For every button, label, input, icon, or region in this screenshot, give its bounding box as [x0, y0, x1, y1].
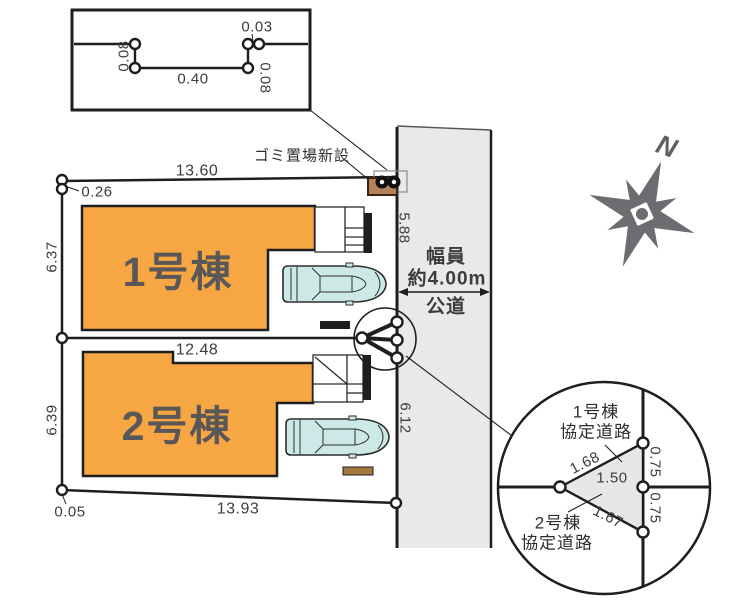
dim-lot2-left: 6.39 — [44, 404, 61, 435]
dim-road-upper: 5.88 — [396, 212, 413, 243]
inset-leader-line — [309, 109, 388, 171]
detail-circle — [496, 380, 712, 596]
detail-lot1-label-line1: 1号棟 — [573, 403, 619, 422]
garbage-leader-line — [345, 160, 370, 181]
dim-road-lower: 6.12 — [397, 402, 414, 433]
building-1-label: 1号棟 — [123, 249, 234, 295]
road-top-edge — [396, 125, 492, 131]
building-1-footprint — [80, 204, 317, 332]
inset-detail-box — [70, 8, 388, 171]
detail-lot2-label-line2: 協定道路 — [521, 534, 593, 553]
car-icon — [282, 262, 387, 306]
dim-bottom-width: 13.93 — [217, 501, 260, 518]
road-area — [395, 125, 493, 548]
building-1-wall-bar — [364, 213, 372, 253]
inset-dim-width: 0.40 — [177, 71, 208, 88]
building-2-entrance-steps — [312, 354, 371, 403]
inset-survey-points — [128, 37, 266, 75]
garbage-area — [345, 160, 408, 196]
detail-survey-points — [553, 436, 650, 539]
lot1-car-stop — [320, 321, 350, 329]
detail-leader-line — [405, 355, 513, 437]
building-2-label: 2号棟 — [122, 403, 233, 449]
dim-top-width: 13.60 — [176, 163, 219, 180]
offset-leader-bottom — [61, 493, 67, 505]
dim-top-offset: 0.26 — [81, 184, 112, 201]
road-label-size: 約4.00m — [408, 267, 487, 290]
compass-north-label: N — [652, 129, 681, 164]
car-icon — [285, 415, 390, 459]
inset-frame — [70, 8, 312, 112]
detail-dim-right-upper: 0.75 — [647, 446, 664, 477]
detail-lot1-label-line2: 協定道路 — [560, 423, 632, 442]
inset-dim-right: 0.08 — [257, 62, 274, 93]
road-surface — [397, 126, 491, 548]
offset-leader-top — [64, 185, 80, 192]
lot2-car-stop — [342, 466, 374, 476]
compass-rose-icon: N — [589, 129, 695, 267]
building-2-wall-bar — [363, 355, 371, 400]
road-width-arrow — [398, 288, 490, 296]
survey-points — [55, 173, 404, 510]
garbage-label: ゴミ置場新設 — [254, 147, 350, 165]
road-label-type: 公道 — [426, 295, 466, 318]
dim-lot1-left: 6.37 — [44, 241, 61, 272]
boundary-top — [61, 175, 398, 183]
detail-dim-right-lower: 0.75 — [647, 492, 664, 523]
inset-dim-top: 0.03 — [241, 19, 272, 36]
lot-boundaries — [60, 175, 398, 505]
road-label-width: 幅員 — [426, 245, 466, 268]
dim-bottom-offset: 0.05 — [54, 504, 85, 521]
inset-dim-left: 0.08 — [116, 40, 133, 71]
building-1-entrance-steps — [314, 206, 372, 253]
detail-upper-label-leader — [604, 444, 623, 463]
detail-lot2-label-line1: 2号棟 — [535, 514, 581, 533]
building-2-footprint — [81, 350, 315, 478]
detail-lower-label-leader — [567, 493, 603, 513]
dim-lot1-bottom: 12.48 — [176, 342, 219, 359]
detail-dim-center: 1.50 — [596, 470, 627, 487]
boundary-bottom — [61, 488, 397, 505]
